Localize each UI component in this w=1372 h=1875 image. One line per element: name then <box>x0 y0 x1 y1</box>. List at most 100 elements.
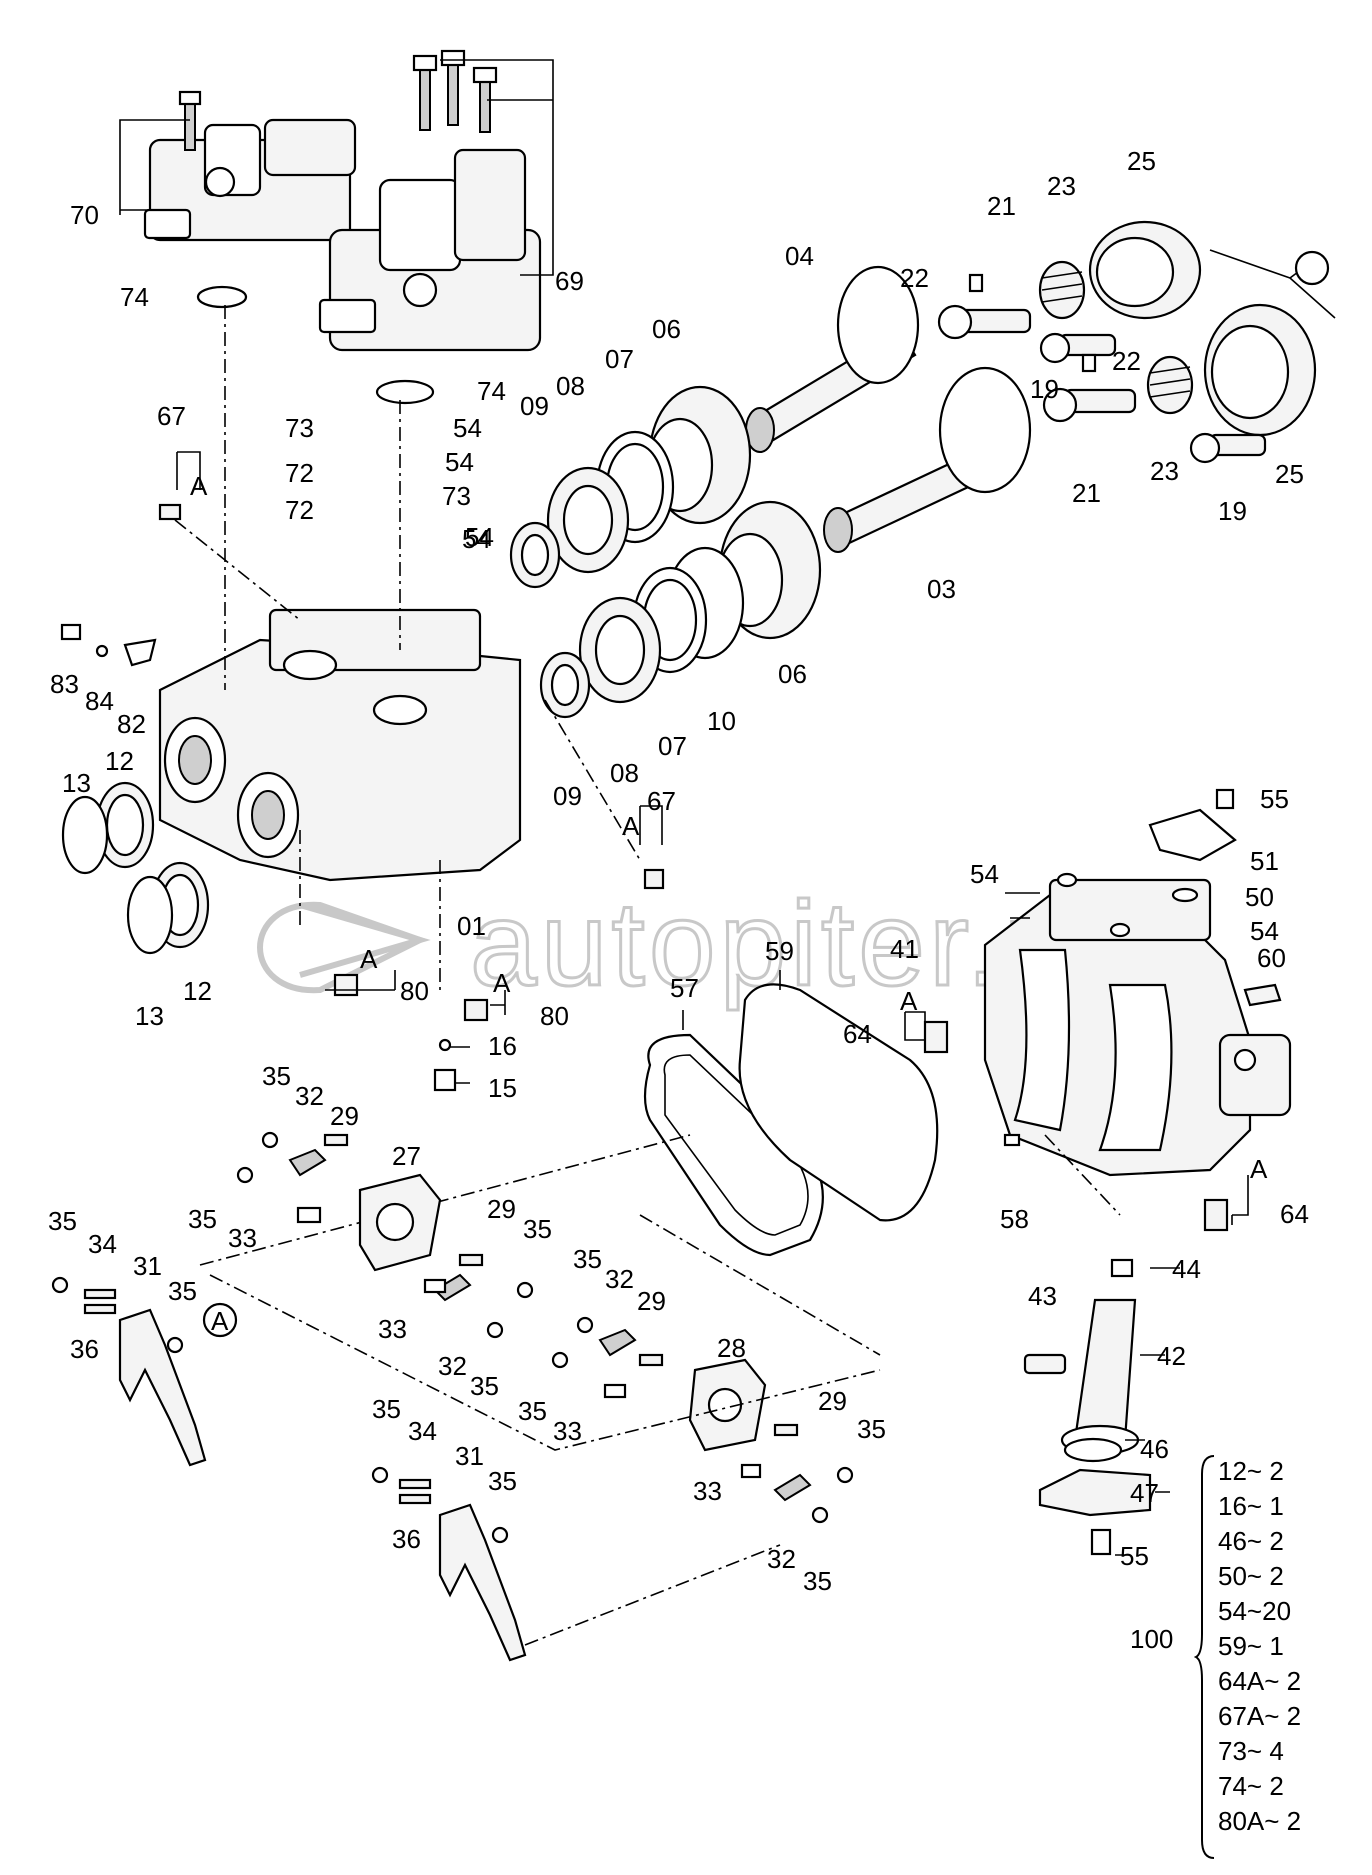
callout-10: 10 <box>707 706 736 736</box>
kit-item: 46~ 2 <box>1218 1526 1284 1556</box>
callout-84: 84 <box>85 686 114 716</box>
callout-60: 60 <box>1257 943 1286 973</box>
kit-number: 100 <box>1130 1624 1174 1654</box>
nut-09-lower <box>539 651 591 719</box>
callout-28: 28 <box>717 1333 746 1363</box>
kit-item: 12~ 2 <box>1218 1456 1284 1486</box>
kit-item: 64A~ 2 <box>1218 1666 1302 1696</box>
ref-a-bubble-left <box>202 1302 238 1338</box>
callout-83: 83 <box>50 669 79 699</box>
bolt-83 <box>60 623 82 641</box>
plug-80-right <box>463 998 489 1022</box>
bolt-33-c <box>603 1383 627 1399</box>
plug-67-upper <box>158 503 182 521</box>
callout-09: 09 <box>520 391 549 421</box>
kit-item: 74~ 2 <box>1218 1771 1284 1801</box>
oring-46 <box>1063 1437 1123 1463</box>
plug-43 <box>1023 1353 1067 1375</box>
pin-36-a <box>83 1303 117 1315</box>
callout-70: 70 <box>70 200 99 230</box>
lever-32-b <box>433 1273 472 1302</box>
callout-23: 23 <box>1150 456 1179 486</box>
callout-67: 67 <box>647 786 676 816</box>
callout-31: 31 <box>133 1251 162 1281</box>
callout-13: 13 <box>62 768 91 798</box>
callout-54: 54 <box>1250 916 1279 946</box>
callout-12: 12 <box>105 746 134 776</box>
bolt-33-b <box>423 1278 447 1294</box>
oring-54-right-upper <box>1056 872 1078 888</box>
callout-32: 32 <box>767 1544 796 1574</box>
callout-32: 32 <box>295 1081 324 1111</box>
cover-47 <box>1038 1468 1152 1517</box>
callout-19: 19 <box>1218 496 1247 526</box>
pin-34-b <box>398 1478 432 1490</box>
piston-21-upper <box>937 304 1032 340</box>
callout-23: 23 <box>1047 171 1076 201</box>
callout-a: A <box>900 986 918 1016</box>
oring-54-right-lower <box>1109 922 1131 938</box>
callout-35: 35 <box>573 1244 602 1274</box>
callout-58: 58 <box>1000 1204 1029 1234</box>
callout-44: 44 <box>1172 1254 1201 1284</box>
callout-a: A <box>190 471 208 501</box>
callout-43: 43 <box>1028 1281 1057 1311</box>
callout-35: 35 <box>168 1276 197 1306</box>
snap-ring-13-lower <box>126 875 174 955</box>
callout-50: 50 <box>1245 882 1274 912</box>
callout-64: 64 <box>843 1019 872 1049</box>
shaft-04 <box>745 265 920 453</box>
kit-item: 59~ 1 <box>1218 1631 1284 1661</box>
shift-fork-31-a <box>118 1308 207 1467</box>
callout-25: 25 <box>1275 459 1304 489</box>
ref-a-bubble-top <box>1294 250 1330 286</box>
pin-29-d <box>773 1423 799 1437</box>
callout-67: 67 <box>157 401 186 431</box>
oring-50 <box>1171 887 1199 903</box>
callout-69: 69 <box>555 266 584 296</box>
callout-a: A <box>1250 1154 1268 1184</box>
pin-22-upper <box>968 273 984 293</box>
clip-35-d <box>166 1336 184 1354</box>
callout-36: 36 <box>392 1524 421 1554</box>
callout-64: 64 <box>1280 1199 1309 1229</box>
callout-33: 33 <box>553 1416 582 1446</box>
regulator-69 <box>318 49 542 352</box>
cylinder-block-25-upper <box>1088 220 1202 320</box>
callout-35: 35 <box>262 1061 291 1091</box>
callout-29: 29 <box>637 1286 666 1316</box>
callout-a: A <box>211 1306 229 1336</box>
clip-35-g <box>576 1316 594 1334</box>
bearing-08-upper <box>546 466 630 574</box>
plug-64-left <box>923 1020 949 1054</box>
kit-item: 50~ 2 <box>1218 1561 1284 1591</box>
callout-29: 29 <box>487 1194 516 1224</box>
callout-25: 25 <box>1127 146 1156 176</box>
plug-15 <box>433 1068 457 1092</box>
oring-16 <box>438 1038 452 1052</box>
gasket-59 <box>738 983 939 1222</box>
plug-67-lower <box>643 868 665 890</box>
callout-19: 19 <box>1030 374 1059 404</box>
callout-73: 73 <box>442 481 471 511</box>
callout-80: 80 <box>400 976 429 1006</box>
callout-35: 35 <box>803 1566 832 1596</box>
callout-33: 33 <box>378 1314 407 1344</box>
callout-22: 22 <box>900 263 929 293</box>
bolt-33-d <box>740 1463 762 1479</box>
clip-35-f <box>486 1321 504 1339</box>
seal-12-upper <box>95 781 155 869</box>
callout-08: 08 <box>610 758 639 788</box>
cover-51 <box>1148 808 1237 862</box>
lever-32-a <box>288 1148 327 1177</box>
callout-21: 21 <box>987 191 1016 221</box>
callout-82: 82 <box>117 709 146 739</box>
shaft-03 <box>823 366 1032 553</box>
pin-34-a <box>83 1288 117 1300</box>
callout-35: 35 <box>857 1414 886 1444</box>
callout-07: 07 <box>658 731 687 761</box>
bolt-55-lower <box>1090 1528 1112 1556</box>
lever-32-d <box>773 1473 812 1502</box>
pin-29-b <box>458 1253 484 1267</box>
kit-item: 80A~ 2 <box>1218 1806 1302 1836</box>
